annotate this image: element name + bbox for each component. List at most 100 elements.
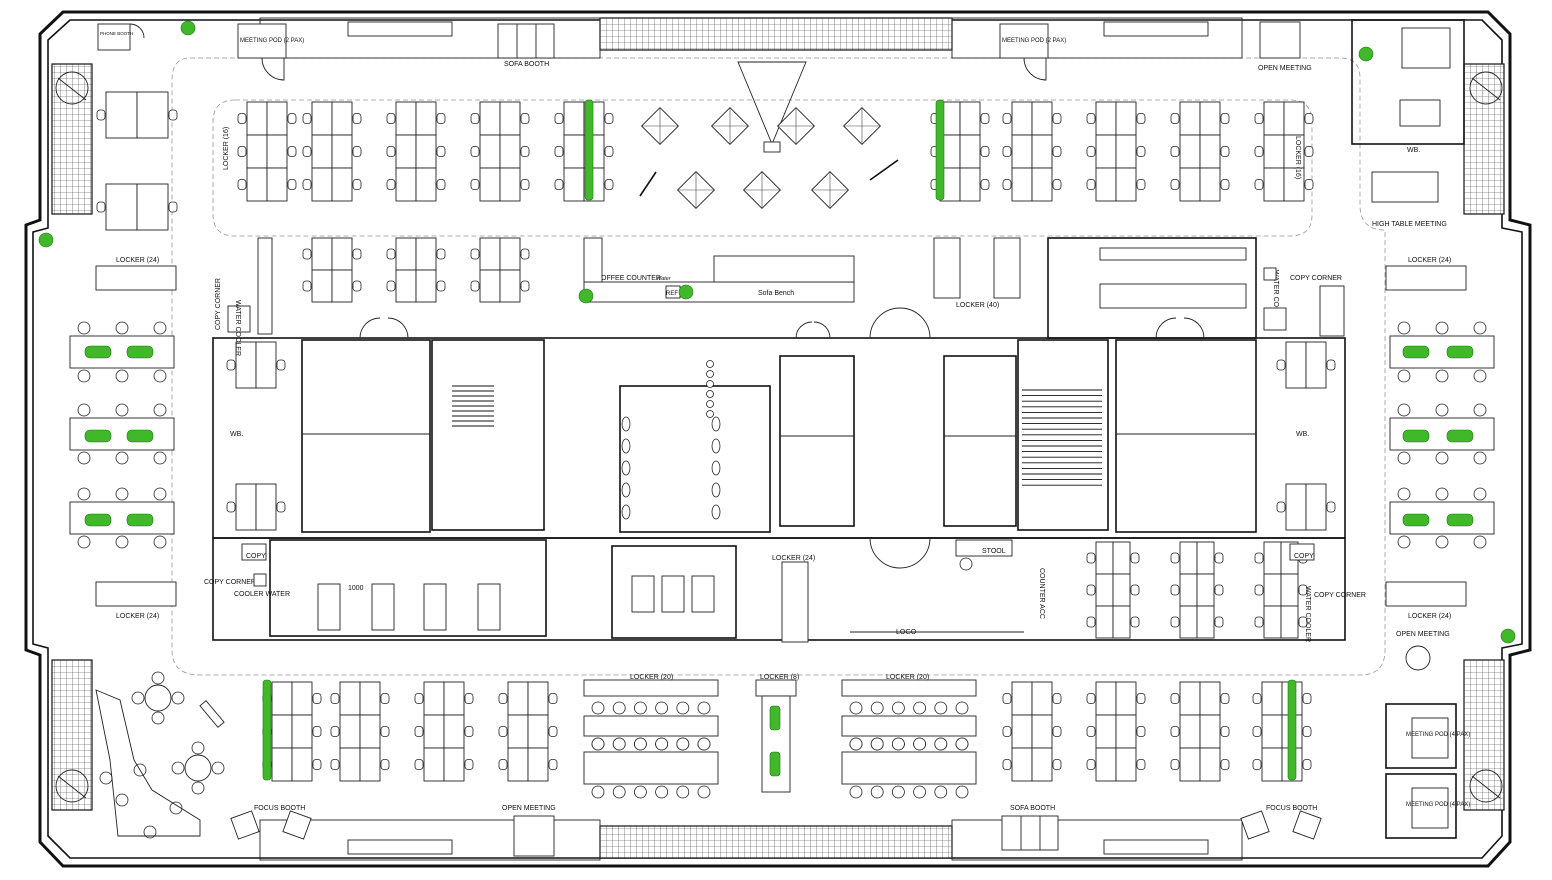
desk [1285, 483, 1307, 531]
desk [959, 167, 981, 202]
meeting-pod-4-top [1385, 703, 1457, 769]
lift-lobby-left [301, 339, 431, 533]
chair [548, 726, 558, 737]
desk [499, 101, 521, 136]
chair [913, 701, 926, 715]
chair [1252, 726, 1262, 737]
chair [1397, 403, 1411, 417]
chair [1136, 726, 1146, 737]
chair [330, 693, 340, 704]
focus-booth-right-label: FOCUS BOOTH [1266, 805, 1317, 812]
stool-label: STOOL [982, 548, 1006, 555]
chair [237, 113, 247, 124]
desk [1115, 134, 1137, 169]
desk [507, 681, 529, 716]
desk [246, 101, 268, 136]
chair [1220, 726, 1230, 737]
desk [359, 747, 381, 782]
chair [1002, 146, 1012, 157]
chair [1220, 179, 1230, 190]
chair [77, 451, 91, 465]
open-meeting-top-label: OPEN MEETING [1258, 65, 1312, 72]
chair [115, 535, 129, 549]
toilet [621, 438, 631, 454]
desk [1031, 134, 1053, 169]
chair [520, 248, 530, 260]
desk [1095, 605, 1114, 639]
high-stool-bar [869, 159, 899, 181]
desk [423, 681, 445, 716]
desk [246, 134, 268, 169]
desk [266, 167, 288, 202]
workstation-cluster [498, 681, 558, 782]
planter [126, 345, 154, 359]
toilet [621, 504, 631, 520]
chair [612, 701, 626, 715]
chair [980, 146, 990, 157]
chair [115, 451, 129, 465]
desk [563, 167, 585, 202]
chair [913, 785, 926, 799]
desk [339, 714, 361, 749]
desk [1095, 714, 1117, 749]
planter [84, 345, 112, 359]
desk [1261, 681, 1283, 716]
chair [554, 113, 564, 124]
toilet [711, 482, 721, 498]
chair [464, 693, 474, 704]
chair [870, 701, 884, 715]
phone-booth [97, 23, 131, 51]
planter [84, 429, 112, 443]
desk [1115, 681, 1137, 716]
chair [276, 359, 286, 371]
desk [1199, 714, 1221, 749]
desk [1112, 541, 1131, 575]
shaft-right [943, 355, 1017, 527]
chair [1326, 501, 1336, 513]
sofa-booth-top [497, 23, 555, 59]
desk [1263, 573, 1282, 607]
chair [1254, 552, 1264, 564]
desk [1011, 134, 1033, 169]
desk [507, 714, 529, 749]
chair [892, 785, 905, 799]
desk [479, 167, 501, 202]
desk [1261, 747, 1283, 782]
chair [168, 109, 178, 121]
chair [697, 737, 711, 751]
desk [246, 167, 268, 202]
ref-label: REF [666, 291, 678, 297]
chair [1052, 113, 1062, 124]
phone-booth-label: PHONE BOOTH [100, 31, 133, 36]
focus-booth-left-label: FOCUS BOOTH [254, 805, 305, 812]
chair [548, 759, 558, 770]
chair [330, 726, 340, 737]
chair [1304, 113, 1314, 124]
chair [302, 280, 312, 292]
toilet [711, 438, 721, 454]
desk [105, 183, 138, 231]
chair [1002, 726, 1012, 737]
chair [634, 701, 647, 715]
chair [892, 701, 905, 715]
desk [291, 747, 313, 782]
chair [1397, 487, 1411, 501]
workstation-cluster [330, 681, 390, 782]
desk [311, 237, 333, 271]
chair [1086, 693, 1096, 704]
bench-desk [583, 737, 719, 799]
desk [1179, 167, 1201, 202]
chair [980, 113, 990, 124]
workstation-cluster [237, 101, 297, 202]
chair [604, 179, 614, 190]
water-cooler-right-top-label: WATER COOLER [1272, 270, 1279, 326]
chair [1298, 584, 1308, 596]
chair [1214, 552, 1224, 564]
chair [1170, 552, 1180, 564]
desk [499, 167, 521, 202]
chair [237, 146, 247, 157]
chair [1086, 113, 1096, 124]
workstation-cluster [1002, 681, 1062, 782]
desk [1199, 747, 1221, 782]
lounge-corner [95, 689, 201, 837]
